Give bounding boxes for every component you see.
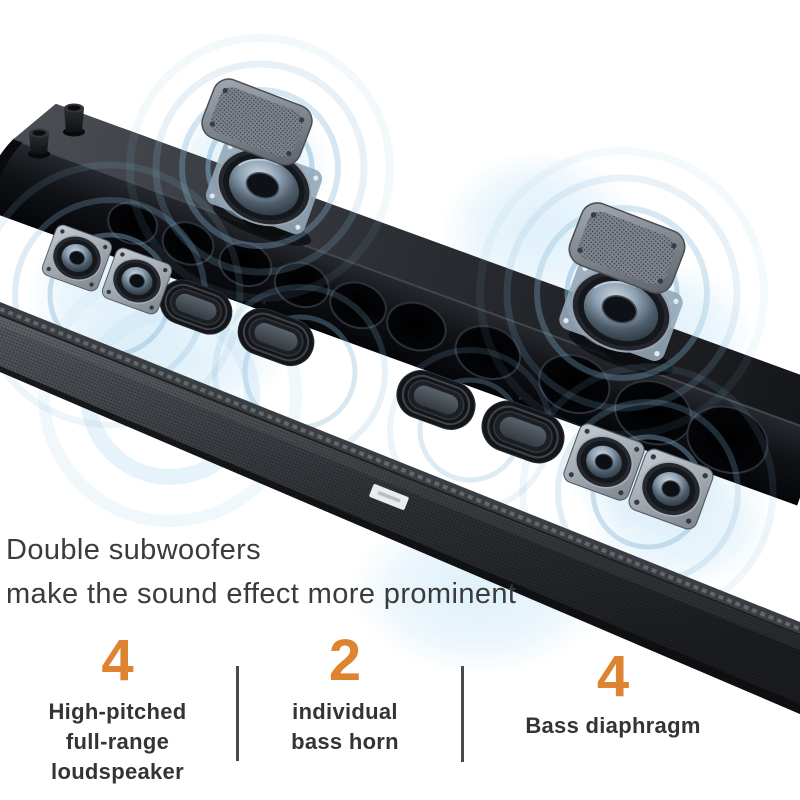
fullrange-driver bbox=[554, 254, 688, 368]
stat-label-line: full-range bbox=[65, 729, 170, 754]
fullrange-driver bbox=[201, 133, 327, 241]
stat-label-line: High-pitched bbox=[48, 699, 187, 724]
bass-reflex-port bbox=[63, 103, 85, 137]
stat-highpitched-loudspeaker: 4 High-pitched full-range loudspeaker bbox=[25, 628, 210, 787]
stat-divider bbox=[461, 666, 464, 762]
stat-label-line: Bass diaphragm bbox=[525, 713, 701, 738]
stat-divider bbox=[236, 666, 239, 761]
stat-label-line: loudspeaker bbox=[51, 759, 184, 784]
stat-bass-horn: 2 individual bass horn bbox=[255, 628, 435, 757]
bass-reflex-port bbox=[28, 128, 50, 159]
stat-value: 2 bbox=[328, 628, 362, 693]
brand-badge bbox=[369, 484, 409, 510]
stat-value: 4 bbox=[596, 644, 630, 709]
stat-label-line: individual bbox=[292, 699, 398, 724]
stat-value: 4 bbox=[101, 628, 134, 693]
stat-label-line: bass horn bbox=[291, 729, 399, 754]
assembled-soundbar bbox=[0, 302, 800, 714]
headline-line-2: make the sound effect more prominent bbox=[6, 578, 517, 610]
headline-line-1: Double subwoofers bbox=[6, 534, 262, 566]
stat-bass-diaphragm: 4 Bass diaphragm bbox=[478, 644, 748, 741]
